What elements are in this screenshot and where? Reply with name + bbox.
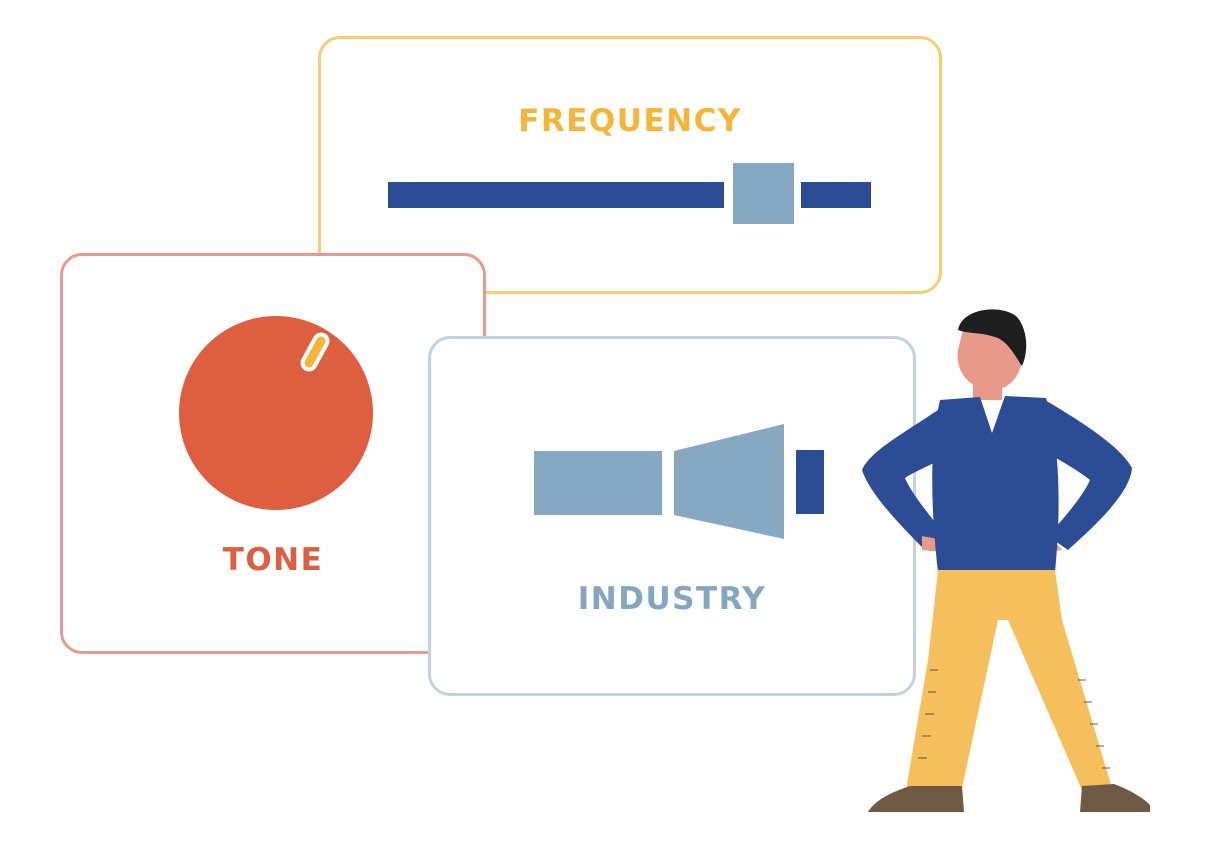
frequency-slider-track-left[interactable]: [388, 182, 724, 208]
tone-card: TONE: [60, 253, 486, 654]
industry-card: INDUSTRY: [428, 336, 916, 696]
frequency-card: FREQUENCY: [318, 36, 942, 294]
knob-icon[interactable]: [171, 308, 381, 518]
tone-label: TONE: [222, 542, 324, 578]
frequency-slider-thumb[interactable]: [733, 163, 794, 224]
megaphone-icon: [534, 424, 824, 539]
frequency-label: FREQUENCY: [518, 103, 742, 139]
person-illustration: [862, 309, 1150, 812]
frequency-slider-track-right[interactable]: [801, 182, 871, 208]
industry-label: INDUSTRY: [577, 581, 767, 617]
